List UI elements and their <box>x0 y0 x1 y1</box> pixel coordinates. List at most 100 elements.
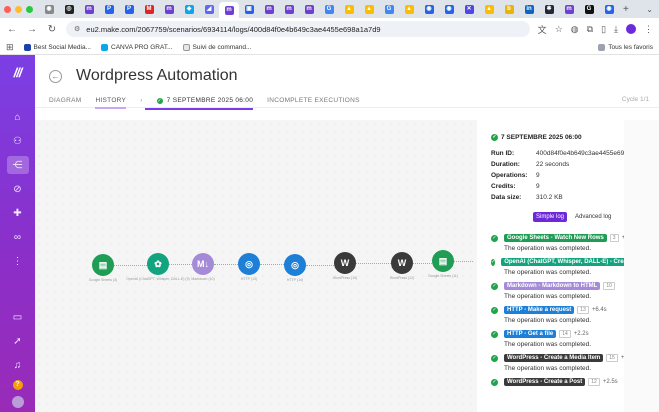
user-avatar[interactable] <box>11 396 24 408</box>
browser-tab[interactable]: m <box>564 4 574 14</box>
site-info-icon[interactable]: ⚙ <box>74 26 81 33</box>
address-bar[interactable]: ⚙ eu2.make.com/2067759/scenarios/6934114… <box>66 21 530 37</box>
download-icon[interactable]: ⤓ <box>614 23 618 34</box>
bookmark-label: Best Social Media... <box>33 43 91 51</box>
forward-arrow-icon[interactable]: → <box>27 23 37 35</box>
browser-tab[interactable]: m <box>304 4 314 14</box>
wordpress-icon[interactable]: W <box>334 252 356 274</box>
browser-tab[interactable]: b <box>499 2 519 16</box>
success-check-icon: ✓ <box>491 354 498 362</box>
browser-tab[interactable]: M <box>144 4 154 14</box>
log-entry[interactable]: ✓OpenAI (ChatGPT, Whisper, DALL-E) - Cre… <box>491 258 659 276</box>
browser-tab[interactable]: G <box>579 2 599 16</box>
bookmark-label: CANVA PRO GRAT... <box>111 43 173 51</box>
browser-menu-icon[interactable]: ⋮ <box>644 23 653 34</box>
markdown-icon[interactable]: M↓ <box>192 253 214 275</box>
browser-tab[interactable]: ▲ <box>404 4 414 14</box>
home-icon[interactable]: ⌂ <box>14 111 21 123</box>
make-logo[interactable]: /// <box>13 65 23 80</box>
browser-tab[interactable]: ◆ <box>179 2 199 16</box>
back-arrow-icon[interactable]: ← <box>7 23 17 35</box>
http-icon[interactable]: ◎ <box>284 254 306 276</box>
browser-tab[interactable]: ▲ <box>364 4 374 14</box>
connections-icon[interactable]: ⊘ <box>13 183 22 195</box>
more-dots-icon[interactable]: ⋮ <box>12 255 23 267</box>
new-tab-button[interactable]: + <box>623 3 629 15</box>
scenario-tabs: DIAGRAM HISTORY › ✓ 7 SEPTEMBRE 2025 06:… <box>35 94 659 110</box>
simple-log-tab[interactable]: Simple log <box>533 212 568 222</box>
bookmark-item[interactable]: Best Social Media... <box>23 43 91 51</box>
execution-date: 7 SEPTEMBRE 2025 06:00 <box>501 134 582 141</box>
browser-tab[interactable]: ◉ <box>424 4 434 14</box>
wordpress-icon[interactable]: W <box>391 252 413 274</box>
apps-grid-icon[interactable]: ⊞ <box>6 41 14 52</box>
maximize-window-button[interactable] <box>26 5 33 13</box>
back-circle-icon[interactable]: ← <box>49 69 62 83</box>
webhooks-link-icon[interactable]: ∞ <box>13 231 22 243</box>
bookmark-star-icon[interactable]: ☆ <box>554 23 563 34</box>
all-bookmarks-button[interactable]: Tous les favoris <box>598 43 653 51</box>
module-badge: WordPress - Create a Media Item <box>504 354 604 362</box>
module-badge: Markdown - Markdown to HTML <box>504 282 601 290</box>
browser-tab[interactable]: ◎ <box>64 4 74 14</box>
help-icon[interactable]: ? <box>12 380 23 390</box>
module-connector <box>169 264 192 265</box>
browser-tab[interactable]: ✕ <box>464 4 474 14</box>
run-id-label: Run ID: <box>491 150 515 157</box>
panel-scrollbar[interactable] <box>624 120 659 412</box>
bookmark-favicon-icon <box>182 43 190 51</box>
browser-tab[interactable]: ▲ <box>344 4 354 14</box>
extension-icon[interactable]: ◍ <box>570 23 579 34</box>
bookmark-item[interactable]: CANVA PRO GRAT... <box>101 43 173 51</box>
browser-tab[interactable]: m <box>284 4 294 14</box>
browser-tab[interactable]: G <box>319 2 339 16</box>
browser-tab[interactable]: ◉ <box>444 4 454 14</box>
tab-history[interactable]: HISTORY <box>95 94 126 109</box>
browser-tab[interactable]: ◢ <box>199 2 219 16</box>
tab-execution[interactable]: ✓ 7 SEPTEMBRE 2025 06:00 <box>144 94 254 110</box>
minimize-window-button[interactable] <box>15 5 22 13</box>
browser-tab[interactable]: ▣ <box>244 4 254 14</box>
bookmark-item[interactable]: Suivi de command... <box>182 43 251 51</box>
browser-tab[interactable]: ✱ <box>544 4 554 14</box>
templates-puzzle-icon[interactable]: ✚ <box>13 207 22 219</box>
browser-tab[interactable]: m <box>84 4 94 14</box>
tab-incomplete-executions[interactable]: INCOMPLETE EXECUTIONS <box>267 97 360 104</box>
browser-tab[interactable]: m <box>264 4 274 14</box>
sheets-icon[interactable]: ▤ <box>432 250 454 272</box>
scenarios-share-icon[interactable]: ⋲ <box>6 156 29 174</box>
profile-avatar[interactable] <box>626 24 636 34</box>
cycle-indicator: Cycle 1/1 <box>621 96 649 103</box>
tab-diagram[interactable]: DIAGRAM <box>49 97 82 104</box>
sidebar-icon[interactable]: ▯ <box>601 23 607 34</box>
scenario-canvas[interactable]: ▤Google Sheets (3)✿OpenAI (ChatGPT, Whis… <box>35 120 477 412</box>
module-label: HTTP (13) <box>240 277 258 281</box>
notifications-bell-icon[interactable]: ♫ <box>13 359 22 371</box>
sheets-icon[interactable]: ▤ <box>92 254 114 276</box>
browser-tab[interactable]: P <box>119 2 139 16</box>
docs-book-icon[interactable]: ▭ <box>12 311 23 323</box>
browser-tab[interactable]: ◉ <box>44 4 54 14</box>
browser-tab[interactable]: P <box>99 2 119 16</box>
openai-icon[interactable]: ✿ <box>147 253 169 275</box>
browser-tab[interactable]: in <box>524 4 534 14</box>
browser-tab[interactable]: ◉ <box>604 4 614 14</box>
reload-icon[interactable]: ↻ <box>47 23 57 35</box>
close-window-button[interactable] <box>4 5 11 13</box>
browser-tab-active[interactable]: m <box>219 2 239 18</box>
rocket-icon[interactable]: ➚ <box>13 335 22 347</box>
translate-icon[interactable]: 文 <box>537 24 547 35</box>
tab-list-chevron-icon[interactable]: ⌄ <box>646 4 653 14</box>
browser-tab[interactable]: G <box>379 2 399 16</box>
browser-tab[interactable]: ▲ <box>484 4 494 14</box>
extensions-puzzle-icon[interactable]: ⧉ <box>586 23 594 34</box>
browser-tab[interactable]: m <box>164 4 174 14</box>
team-icon[interactable]: ⚇ <box>13 135 22 147</box>
http-icon[interactable]: ◎ <box>238 253 260 275</box>
advanced-log-tab[interactable]: Advanced log <box>575 214 612 220</box>
